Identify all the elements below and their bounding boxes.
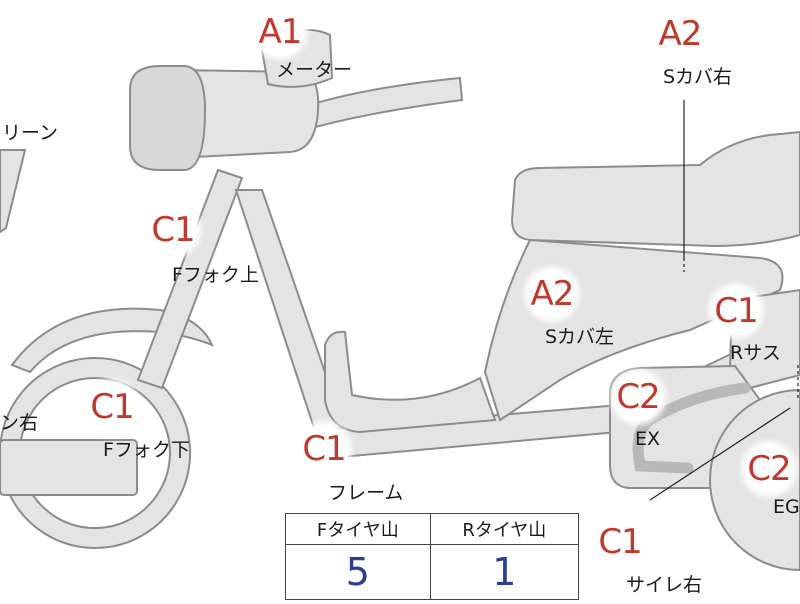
tire-tread-header-front: Fタイヤ山 — [285, 513, 431, 545]
floor-panel — [324, 330, 497, 434]
label-r-suspension: Rサス — [730, 342, 781, 364]
label-s-cover-right: Sカバ右 — [663, 66, 733, 88]
label-eg: EG — [773, 496, 800, 518]
leader-muffler — [649, 407, 791, 501]
seat — [510, 130, 800, 248]
headlight — [129, 65, 207, 171]
front-wheel — [0, 357, 191, 549]
tire-tread-value-rear: 1 — [429, 544, 580, 600]
exhaust-pipe — [632, 382, 751, 474]
tire-tread-table: Fタイヤ山 Rタイヤ山 5 1 — [285, 513, 580, 600]
label-f-fork-upper: Fフォク上 — [172, 264, 259, 286]
label-ex: EX — [635, 428, 661, 450]
grade-f-fork-lower: C1 — [88, 383, 136, 431]
tire-tread-header-rear: Rタイヤ山 — [429, 513, 580, 545]
grade-s-cover-left: A2 — [528, 270, 576, 318]
handlebar — [298, 76, 464, 130]
windscreen — [0, 149, 27, 234]
label-screen: リーン — [2, 122, 59, 144]
label-f-fork-lower: Fフォク下 — [103, 439, 190, 461]
label-muffler-right: サイレ右 — [626, 574, 703, 596]
label-frame: フレーム — [328, 482, 404, 504]
front-axle-block — [0, 439, 138, 496]
grade-eg: C2 — [745, 445, 793, 493]
grade-ex: C2 — [614, 373, 662, 421]
tire-tread-value-front: 5 — [285, 544, 431, 600]
grade-f-fork-upper: C1 — [149, 206, 197, 254]
grade-meter: A1 — [256, 8, 304, 56]
grade-muffler-right: C1 — [596, 518, 644, 566]
label-meter: メーター — [276, 59, 353, 81]
label-legshield-right: ン右 — [0, 412, 39, 434]
label-s-cover-left: Sカバ左 — [545, 326, 615, 348]
front-fork — [136, 168, 244, 390]
grade-s-cover-right: A2 — [656, 10, 704, 58]
tire-tread-value-row: 5 1 — [285, 544, 580, 600]
grade-frame: C1 — [300, 425, 348, 473]
tire-tread-header-row: Fタイヤ山 Rタイヤ山 — [285, 513, 580, 545]
grade-r-suspension: C1 — [712, 287, 760, 335]
